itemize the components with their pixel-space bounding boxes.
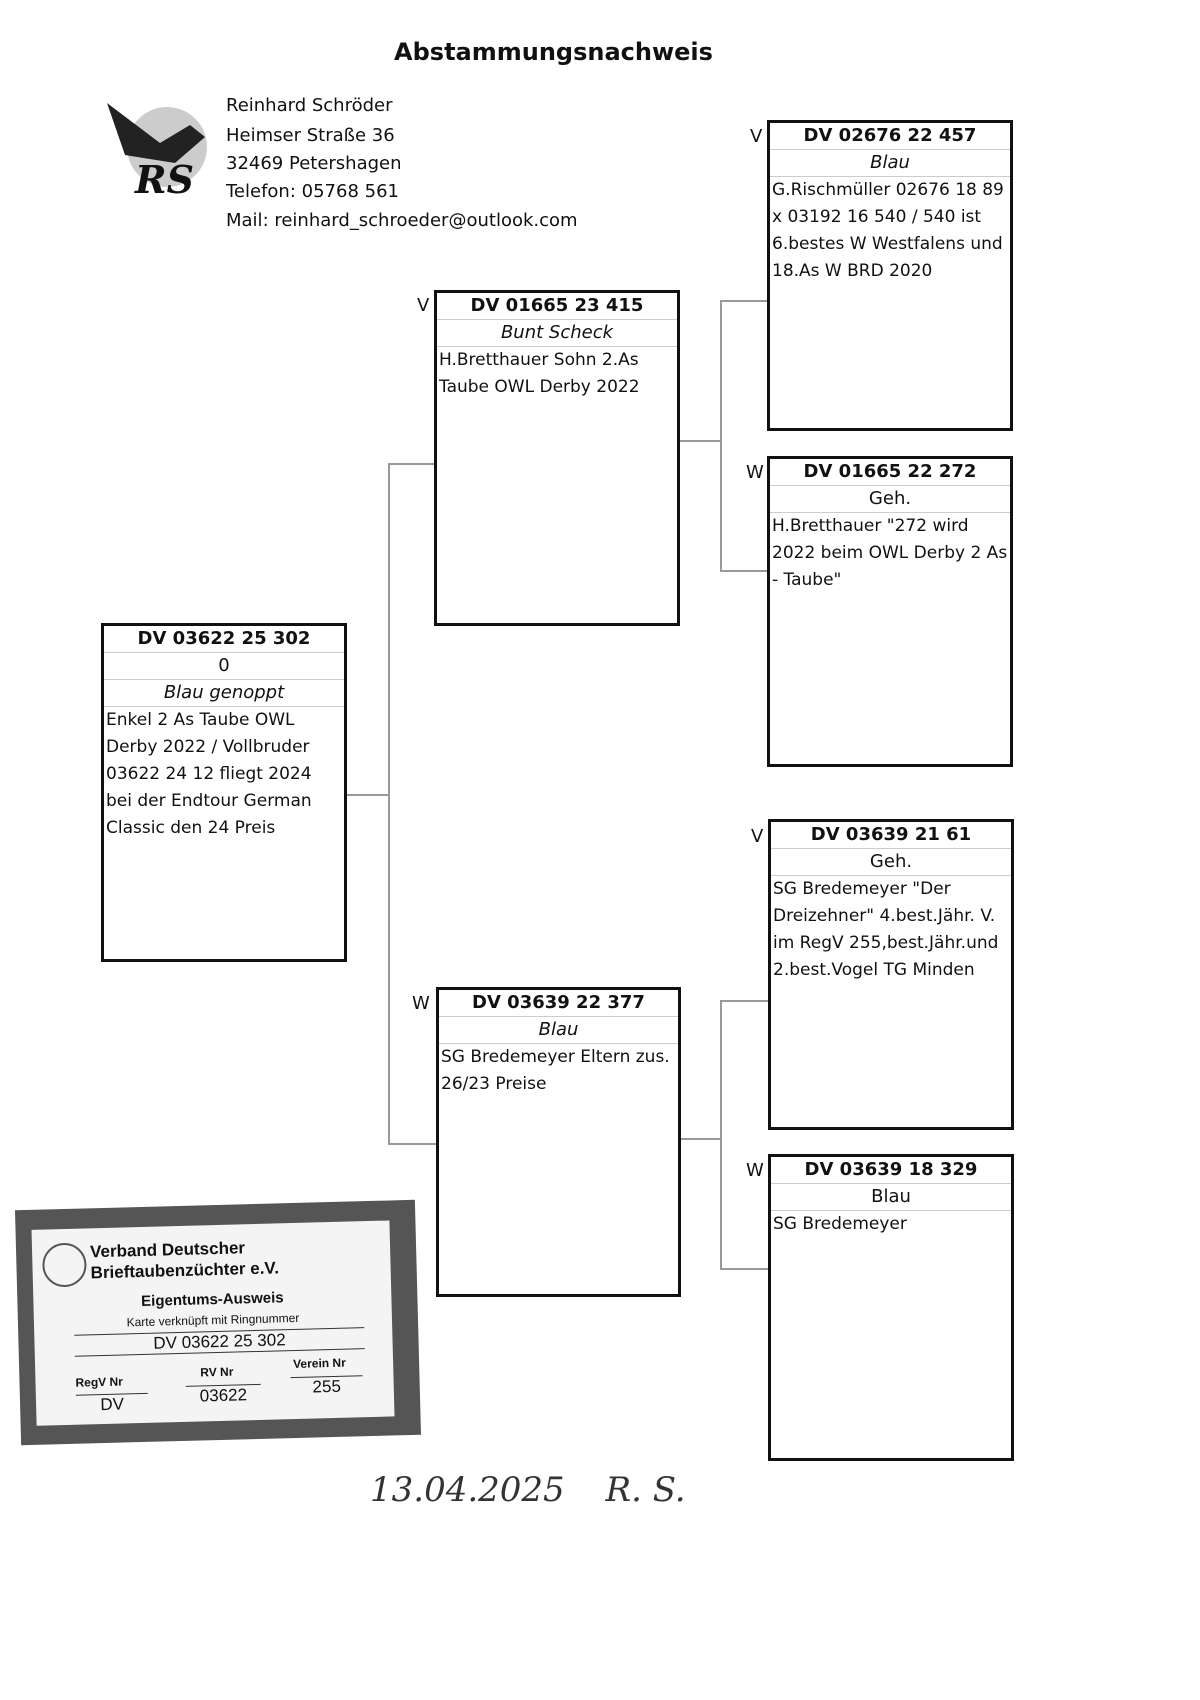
ring-number: DV 01665 22 272	[770, 459, 1010, 486]
sex-marker-ff: V	[750, 126, 763, 147]
notes: H.Bretthauer Sohn 2.As Taube OWL Derby 2…	[439, 350, 640, 397]
regv-value: DV	[75, 1392, 149, 1416]
ring-number: DV 03622 25 302	[104, 626, 344, 653]
color: Blau	[771, 1184, 1011, 1211]
color: Bunt Scheck	[437, 320, 677, 347]
ring-number: DV 01665 23 415	[437, 293, 677, 320]
breeder-mail: Mail: reinhard_schroeder@outlook.com	[226, 210, 578, 231]
notes: H.Bretthauer "272 wird 2022 beim OWL Der…	[772, 516, 1008, 590]
notes: SG Bredemeyer	[773, 1214, 907, 1234]
pedigree-card-mother: DV 03639 22 377 Blau SG Bredemeyer Elter…	[436, 987, 681, 1297]
color: Blau genoppt	[104, 680, 344, 707]
ring-number: DV 02676 22 457	[770, 123, 1010, 150]
ownership-card: Verband Deutscher Brieftaubenzüchter e.V…	[14, 1199, 422, 1446]
color: Geh.	[771, 849, 1011, 876]
sex-marker-mother: W	[412, 993, 430, 1014]
signature-initials: R. S.	[605, 1470, 686, 1510]
page-title: Abstammungsnachweis	[394, 38, 713, 66]
notes: G.Rischmüller 02676 18 89 x 03192 16 540…	[772, 180, 1004, 281]
signature-date: 13.04.2025 R. S.	[370, 1470, 686, 1510]
color: Blau	[439, 1017, 678, 1044]
color: Blau	[770, 150, 1010, 177]
pedigree-card-subject: DV 03622 25 302 0 Blau genoppt Enkel 2 A…	[101, 623, 347, 962]
dv-logo-icon	[41, 1242, 88, 1288]
breeder-logo: RS	[105, 95, 220, 210]
org-name-line2: Brieftaubenzüchter e.V.	[90, 1258, 280, 1283]
notes: SG Bredemeyer Eltern zus. 26/23 Preise	[441, 1047, 670, 1094]
sex: 0	[104, 653, 344, 680]
ring-number: DV 03639 22 377	[439, 990, 678, 1017]
notes: Enkel 2 As Taube OWL Derby 2022 / Vollbr…	[106, 710, 312, 838]
ring-number: DV 03639 18 329	[771, 1157, 1011, 1184]
logo-text: RS	[135, 157, 195, 202]
card-ring-number: DV 03622 25 302	[74, 1327, 365, 1357]
sex-marker-fm: W	[746, 462, 764, 483]
breeder-phone: Telefon: 05768 561	[226, 181, 399, 202]
sex-marker-mf: V	[751, 826, 764, 847]
pedigree-card-paternal-grandfather: DV 02676 22 457 Blau G.Rischmüller 02676…	[767, 120, 1013, 431]
pedigree-card-paternal-grandmother: DV 01665 22 272 Geh. H.Bretthauer "272 w…	[767, 456, 1013, 767]
ring-number: DV 03639 21 61	[771, 822, 1011, 849]
pedigree-card-maternal-grandfather: DV 03639 21 61 Geh. SG Bredemeyer "Der D…	[768, 819, 1014, 1130]
notes: SG Bredemeyer "Der Dreizehner" 4.best.Jä…	[773, 879, 999, 980]
sex-marker-father: V	[417, 295, 430, 316]
breeder-name: Reinhard Schröder	[226, 95, 393, 116]
color: Geh.	[770, 486, 1010, 513]
rv-label: RV Nr	[200, 1364, 234, 1380]
verein-value: 255	[290, 1375, 363, 1399]
regv-label: RegV Nr	[75, 1374, 124, 1390]
pedigree-card-father: DV 01665 23 415 Bunt Scheck H.Bretthauer…	[434, 290, 680, 626]
breeder-street: Heimser Straße 36	[226, 125, 395, 146]
verein-label: Verein Nr	[292, 1355, 346, 1372]
date-text: 13.04.2025	[370, 1470, 565, 1510]
sex-marker-mm: W	[746, 1160, 764, 1181]
org-name-line1: Verband Deutscher	[89, 1238, 246, 1262]
breeder-city: 32469 Petershagen	[226, 153, 402, 174]
rv-value: 03622	[185, 1383, 262, 1407]
pedigree-card-maternal-grandmother: DV 03639 18 329 Blau SG Bredemeyer	[768, 1154, 1014, 1461]
